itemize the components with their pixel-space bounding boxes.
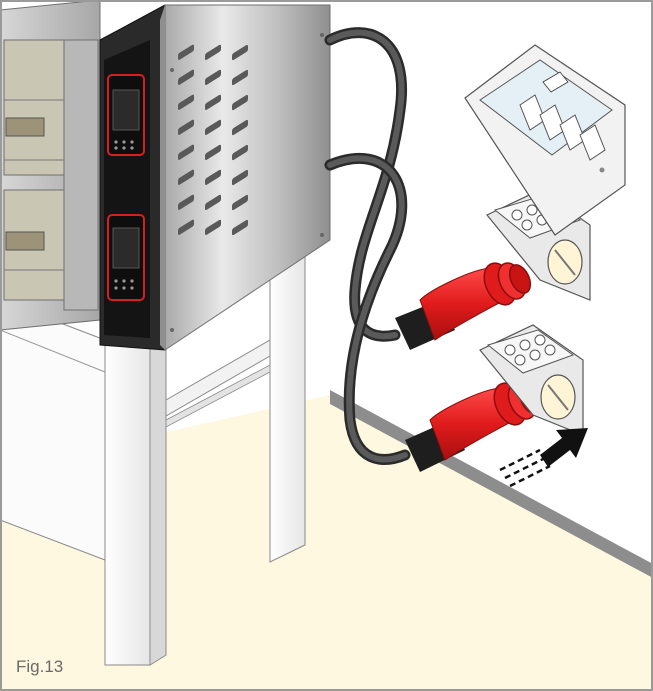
arrow-upper-right-icon [500, 428, 588, 486]
power-cables [330, 33, 405, 460]
electrical-breaker-panel [465, 45, 625, 235]
control-column [100, 5, 165, 350]
oven-front [0, 0, 100, 330]
figure-label: Fig.13 [16, 657, 63, 677]
